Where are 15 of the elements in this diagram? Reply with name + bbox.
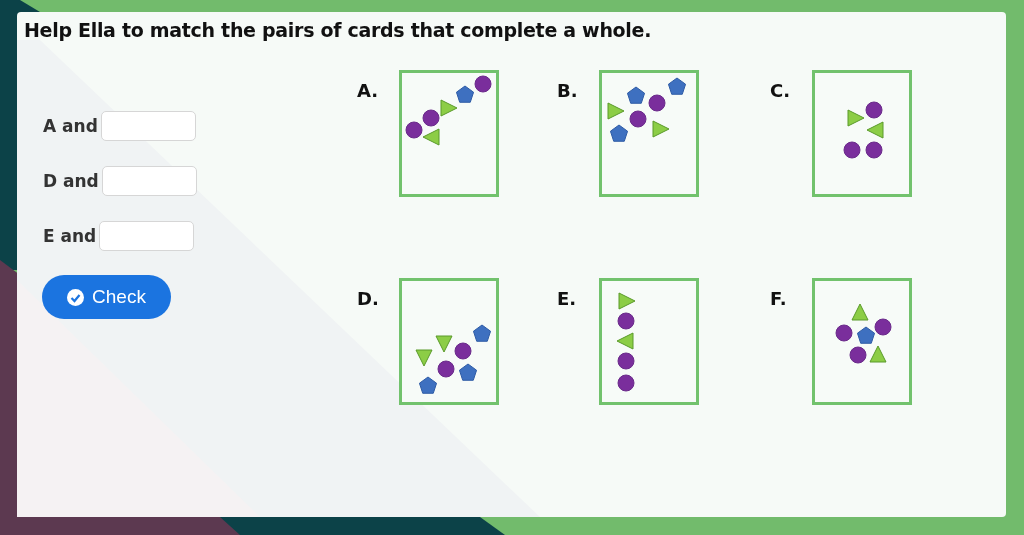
shape-card [812,70,912,197]
card-letter: F. [770,288,787,309]
shape-card [812,278,912,405]
card-letter: A. [357,80,379,101]
card-letter: E. [557,288,577,309]
card-letter: B. [557,80,578,101]
instruction-heading: Help Ella to match the pairs of cards that complete a whole. [24,19,652,41]
check-button: Check [42,275,171,319]
answer-label: E and [43,226,97,246]
answer-label: D and [43,171,99,191]
answer-label: A and [43,116,98,136]
card-letter: D. [357,288,379,309]
card-letter: C. [770,80,791,101]
shape-card [399,70,499,197]
shape-card [599,278,699,405]
